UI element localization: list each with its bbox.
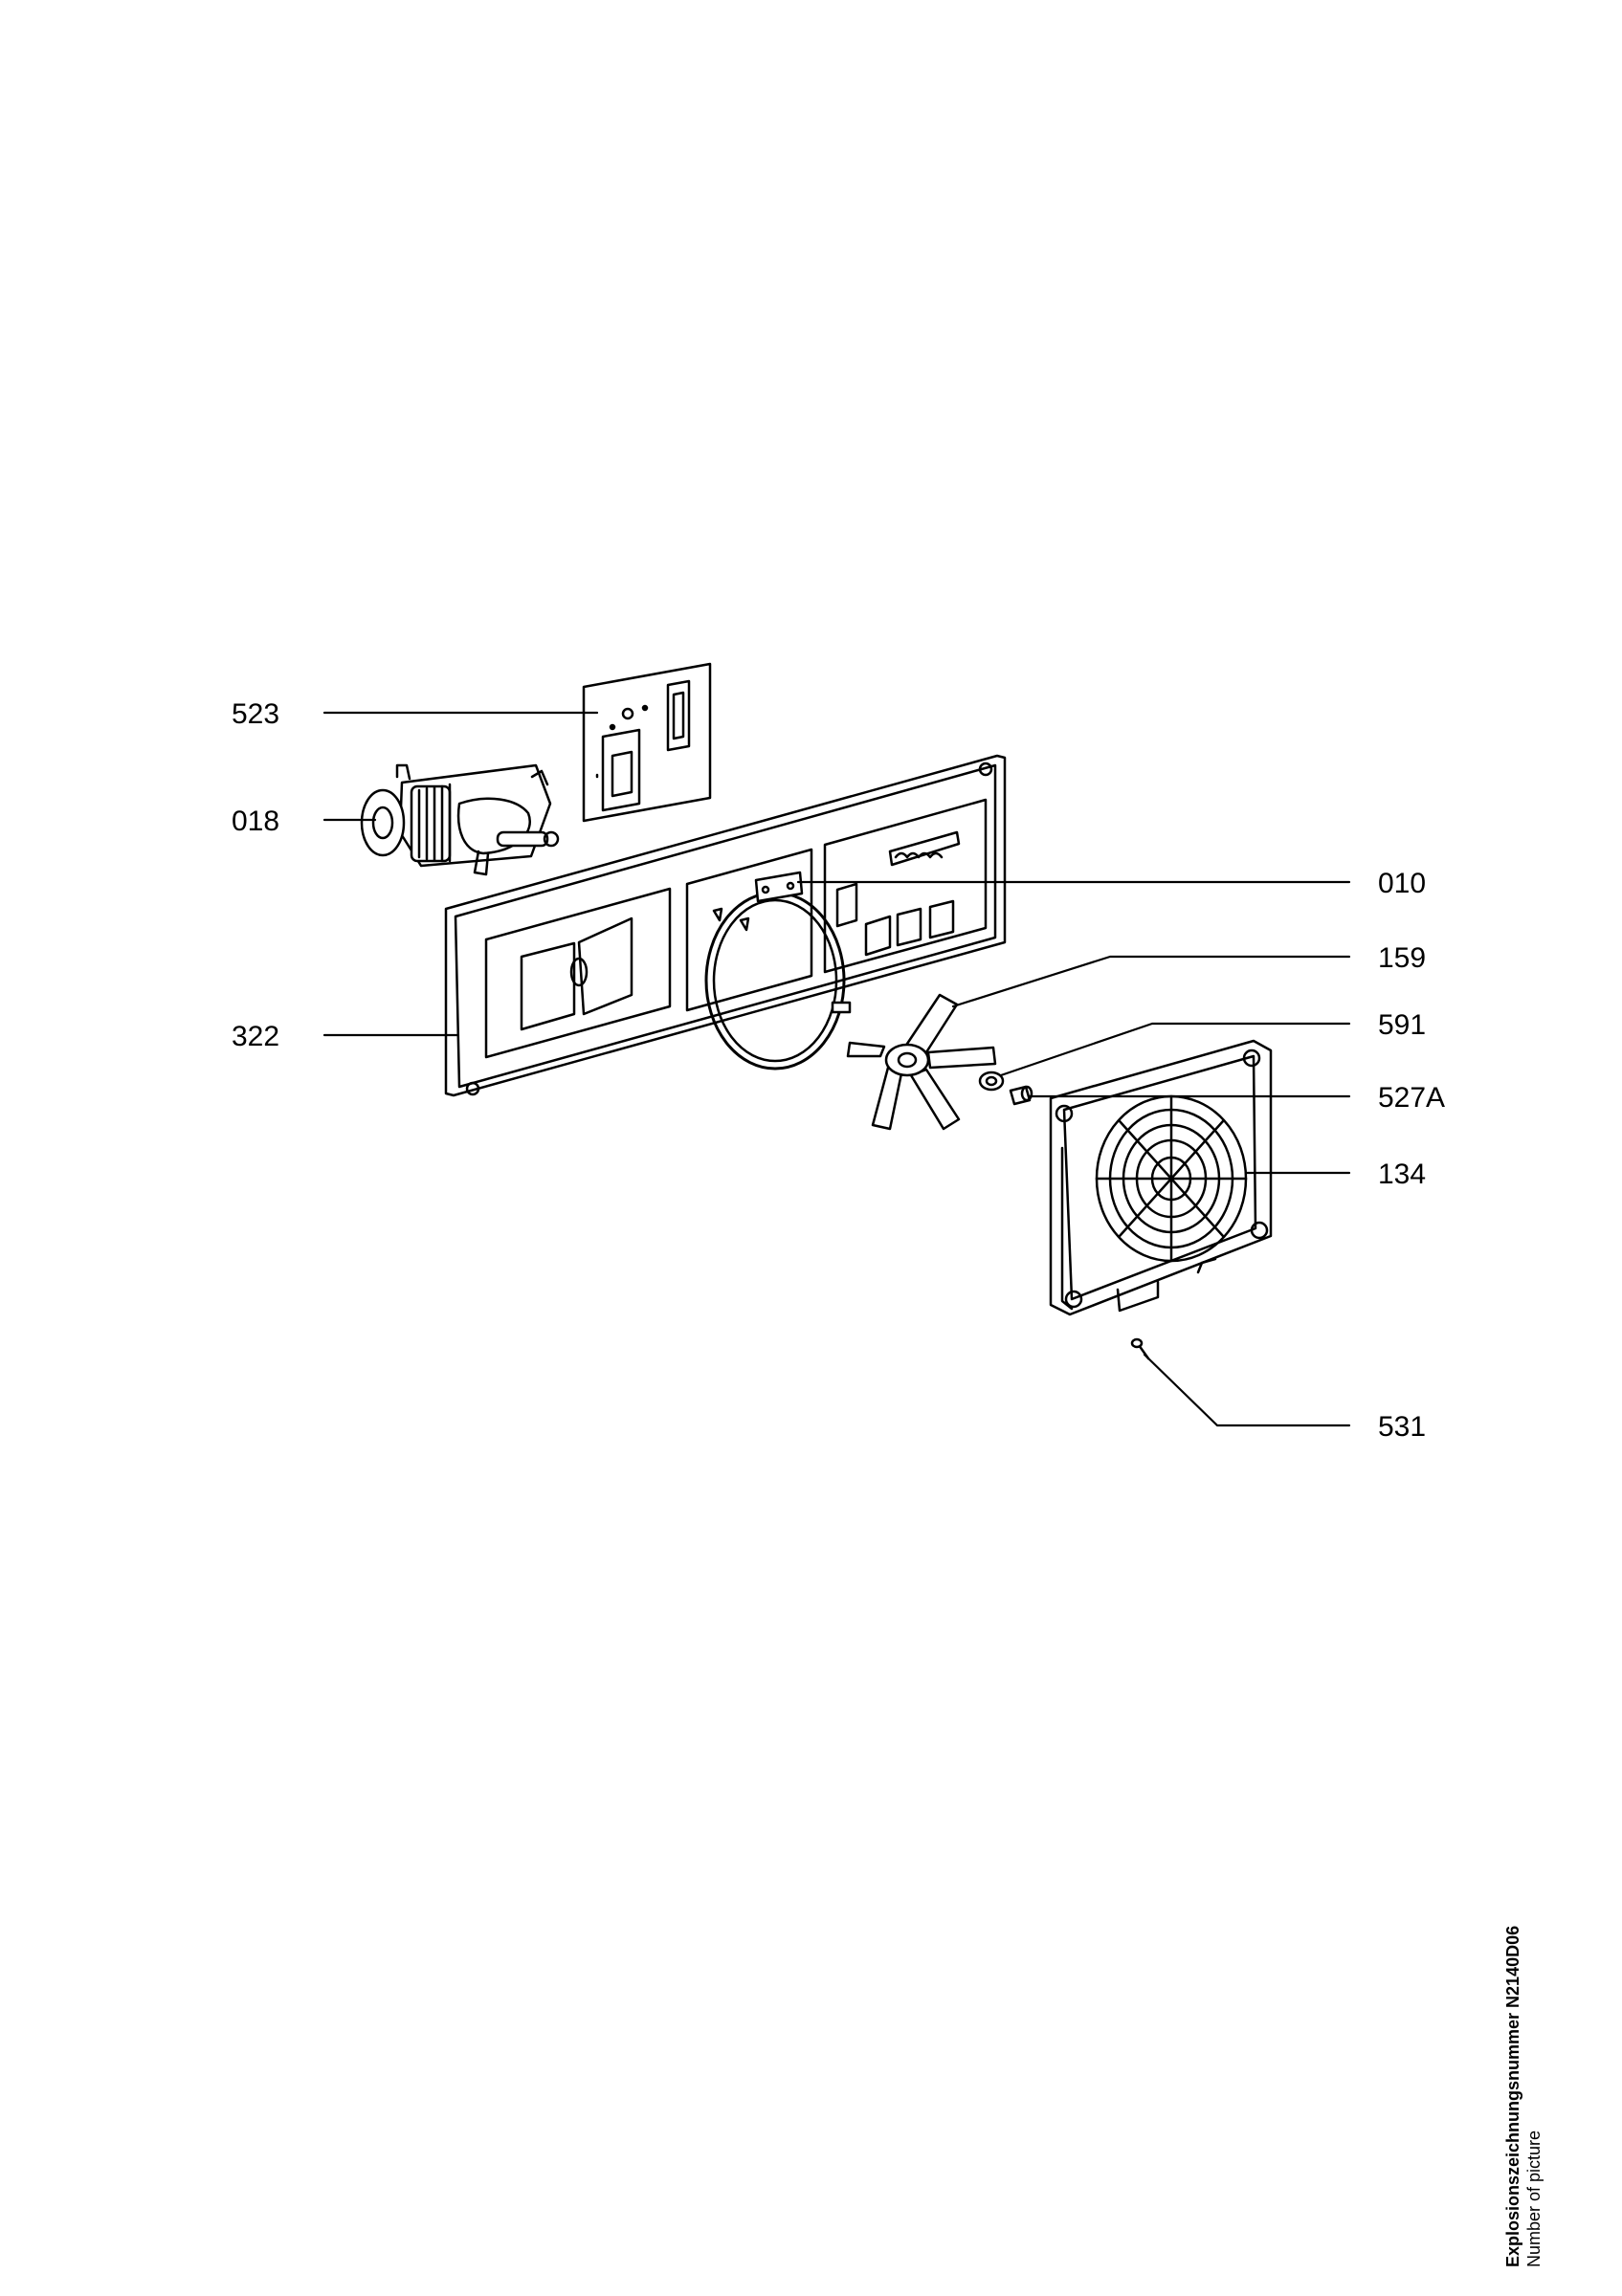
leader-531	[1143, 1353, 1351, 1427]
callout-010: 010	[1378, 868, 1426, 899]
callout-523: 523	[232, 698, 279, 730]
callout-322: 322	[232, 1021, 279, 1052]
part-523-cover-plate	[582, 662, 712, 823]
part-322-rear-wall-panel	[444, 754, 1007, 1097]
part-010-ring-heating-element	[704, 871, 852, 1071]
caption-sub: Number of picture	[1524, 2130, 1544, 2267]
caption-main: Explosionszeichnungsnummer N2140D06	[1503, 1925, 1522, 2267]
part-018-fan-motor	[360, 763, 560, 876]
callout-531: 531	[1378, 1411, 1426, 1443]
part-527a-nut	[1009, 1085, 1033, 1106]
callout-527a: 527A	[1378, 1082, 1445, 1114]
picture-number-caption: Explosionszeichnungsnummer N2140D06 Numb…	[1502, 1926, 1544, 2267]
leader-159	[951, 955, 1351, 1008]
part-591-washer	[978, 1071, 1005, 1092]
part-134-fan-cover	[1049, 1039, 1273, 1316]
callout-labels: 523 018 322 010 159 591 527A 134 531	[232, 698, 1445, 1443]
part-159-fan-wheel	[846, 993, 997, 1131]
callout-134: 134	[1378, 1159, 1426, 1190]
callout-018: 018	[232, 806, 279, 837]
callout-159: 159	[1378, 942, 1426, 974]
leader-591	[999, 1022, 1351, 1077]
leader-lines	[322, 711, 1351, 1427]
callout-591: 591	[1378, 1009, 1426, 1041]
